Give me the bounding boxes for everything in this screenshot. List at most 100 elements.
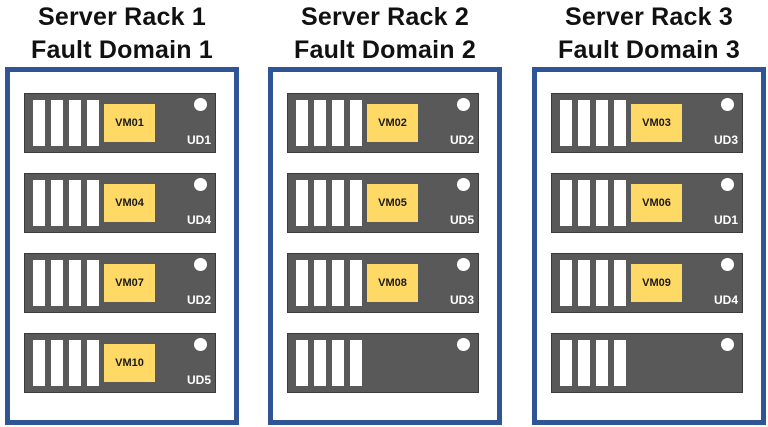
drive-bay: [350, 180, 362, 226]
drive-bay: [33, 180, 45, 226]
drive-bays: [33, 260, 99, 306]
drive-bay: [596, 100, 608, 146]
drive-bay: [87, 100, 99, 146]
drive-bay: [69, 340, 81, 386]
rack-title: Server Rack 3: [564, 3, 733, 31]
drive-bay: [33, 100, 45, 146]
power-led-icon: [721, 258, 734, 271]
drive-bay: [332, 260, 344, 306]
drive-bay: [614, 100, 626, 146]
drive-bays: [33, 340, 99, 386]
power-led-icon: [457, 178, 470, 191]
drive-bays: [560, 100, 626, 146]
update-domain-label: UD1: [186, 133, 211, 147]
drive-bay: [87, 340, 99, 386]
drive-bay: [578, 260, 590, 306]
vm-label: VM10: [104, 344, 155, 382]
rack-title: Server Rack 2: [300, 3, 469, 31]
fault-domain-title: Fault Domain 2: [294, 36, 476, 64]
rack-title: Server Rack 1: [37, 3, 206, 31]
drive-bay: [51, 340, 63, 386]
power-led-icon: [721, 98, 734, 111]
power-led-icon: [194, 98, 207, 111]
drive-bay: [578, 180, 590, 226]
drive-bay: [314, 340, 326, 386]
update-domain-label: UD5: [186, 373, 211, 387]
drive-bay: [560, 340, 572, 386]
rack-heading: Server Rack 2 Fault Domain 2: [268, 1, 502, 66]
drive-bay: [314, 100, 326, 146]
drive-bays: [296, 340, 362, 386]
vm-label: VM05: [367, 184, 418, 222]
drive-bay: [596, 340, 608, 386]
vm-label: VM02: [367, 104, 418, 142]
drive-bays: [296, 180, 362, 226]
drive-bay: [350, 340, 362, 386]
drive-bay: [69, 100, 81, 146]
vm-label: VM09: [631, 264, 682, 302]
drive-bay: [296, 260, 308, 306]
power-led-icon: [457, 258, 470, 271]
drive-bay: [69, 260, 81, 306]
power-led-icon: [721, 178, 734, 191]
server-unit: [287, 333, 479, 393]
vm-label: VM07: [104, 264, 155, 302]
drive-bay: [614, 180, 626, 226]
update-domain-label: UD2: [186, 293, 211, 307]
drive-bays: [560, 340, 626, 386]
drive-bay: [350, 260, 362, 306]
update-domain-label: UD5: [449, 213, 474, 227]
drive-bays: [33, 100, 99, 146]
power-led-icon: [457, 338, 470, 351]
drive-bays: [33, 180, 99, 226]
power-led-icon: [194, 178, 207, 191]
vm-label: VM03: [631, 104, 682, 142]
drive-bay: [350, 100, 362, 146]
drive-bay: [596, 180, 608, 226]
drive-bay: [560, 100, 572, 146]
drive-bay: [314, 260, 326, 306]
update-domain-label: UD3: [713, 133, 738, 147]
update-domain-label: UD2: [449, 133, 474, 147]
drive-bay: [332, 180, 344, 226]
drive-bay: [87, 260, 99, 306]
drive-bay: [51, 180, 63, 226]
drive-bay: [296, 180, 308, 226]
vm-label: VM01: [104, 104, 155, 142]
drive-bay: [596, 260, 608, 306]
fault-domain-title: Fault Domain 1: [31, 36, 213, 64]
drive-bay: [296, 100, 308, 146]
drive-bay: [33, 260, 45, 306]
vm-label: VM06: [631, 184, 682, 222]
update-domain-label: UD4: [713, 293, 738, 307]
drive-bay: [51, 100, 63, 146]
drive-bay: [87, 180, 99, 226]
vm-label: VM04: [104, 184, 155, 222]
drive-bay: [560, 180, 572, 226]
server-unit: [551, 333, 743, 393]
update-domain-label: UD1: [713, 213, 738, 227]
vm-label: VM08: [367, 264, 418, 302]
drive-bay: [332, 340, 344, 386]
drive-bays: [296, 100, 362, 146]
drive-bay: [33, 340, 45, 386]
drive-bay: [332, 100, 344, 146]
drive-bay: [578, 340, 590, 386]
drive-bay: [614, 260, 626, 306]
drive-bay: [560, 260, 572, 306]
power-led-icon: [194, 338, 207, 351]
drive-bay: [51, 260, 63, 306]
